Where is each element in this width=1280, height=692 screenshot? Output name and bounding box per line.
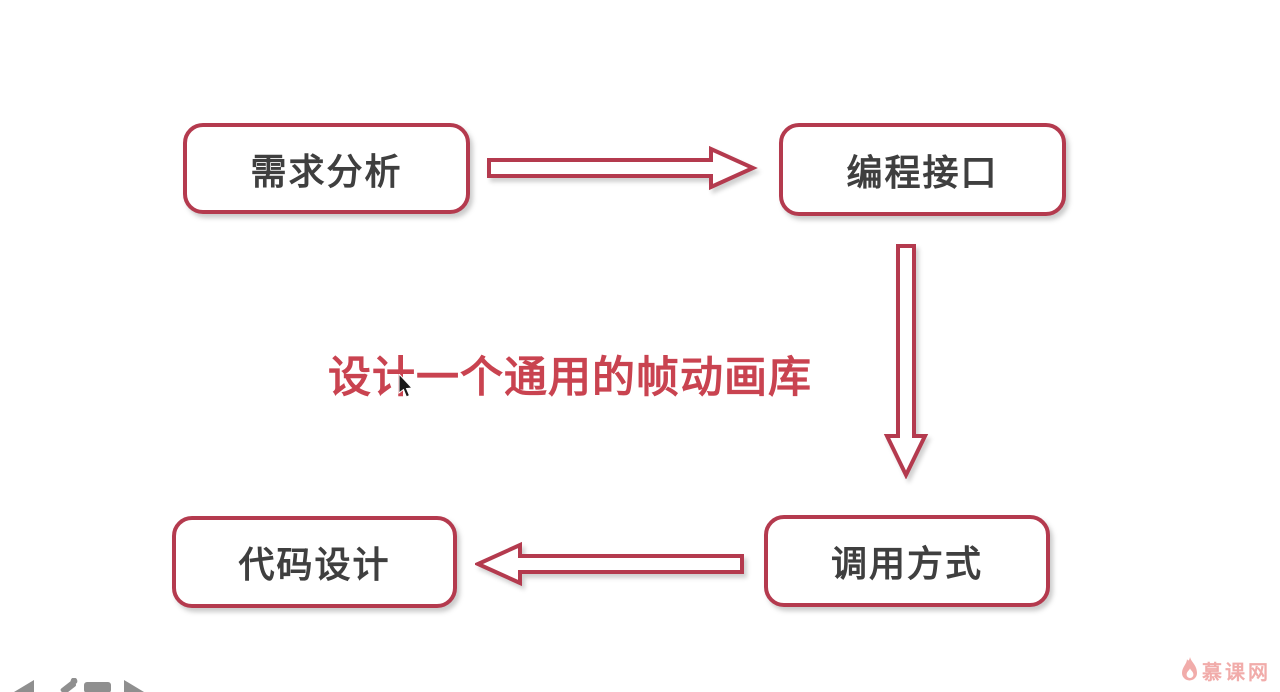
flow-node-invocation: 调用方式	[764, 515, 1050, 607]
flow-node-label: 代码设计	[238, 544, 391, 585]
flow-node-api: 编程接口	[779, 123, 1066, 216]
flow-node-label: 编程接口	[846, 151, 999, 193]
flow-node-label: 调用方式	[830, 543, 983, 584]
flame-icon	[1181, 656, 1202, 689]
flow-node-code-design: 代码设计	[172, 516, 457, 608]
pen-icon[interactable]	[60, 678, 78, 692]
arrow-down-icon	[883, 243, 929, 479]
arrow-left-icon	[475, 541, 745, 587]
next-slide-icon[interactable]	[124, 680, 144, 692]
mouse-cursor	[398, 372, 415, 405]
prev-slide-icon[interactable]	[14, 680, 34, 692]
imooc-watermark: 慕课网	[1181, 656, 1271, 689]
flow-node-label: 需求分析	[250, 150, 403, 192]
presenter-controls	[8, 678, 158, 692]
arrow-right-icon	[486, 145, 758, 191]
flow-node-requirements: 需求分析	[183, 123, 470, 214]
menu-icon[interactable]	[84, 682, 111, 692]
diagram-title: 设计一个通用的帧动画库	[328, 354, 812, 402]
watermark-brand-text: 慕课网	[1202, 661, 1271, 684]
